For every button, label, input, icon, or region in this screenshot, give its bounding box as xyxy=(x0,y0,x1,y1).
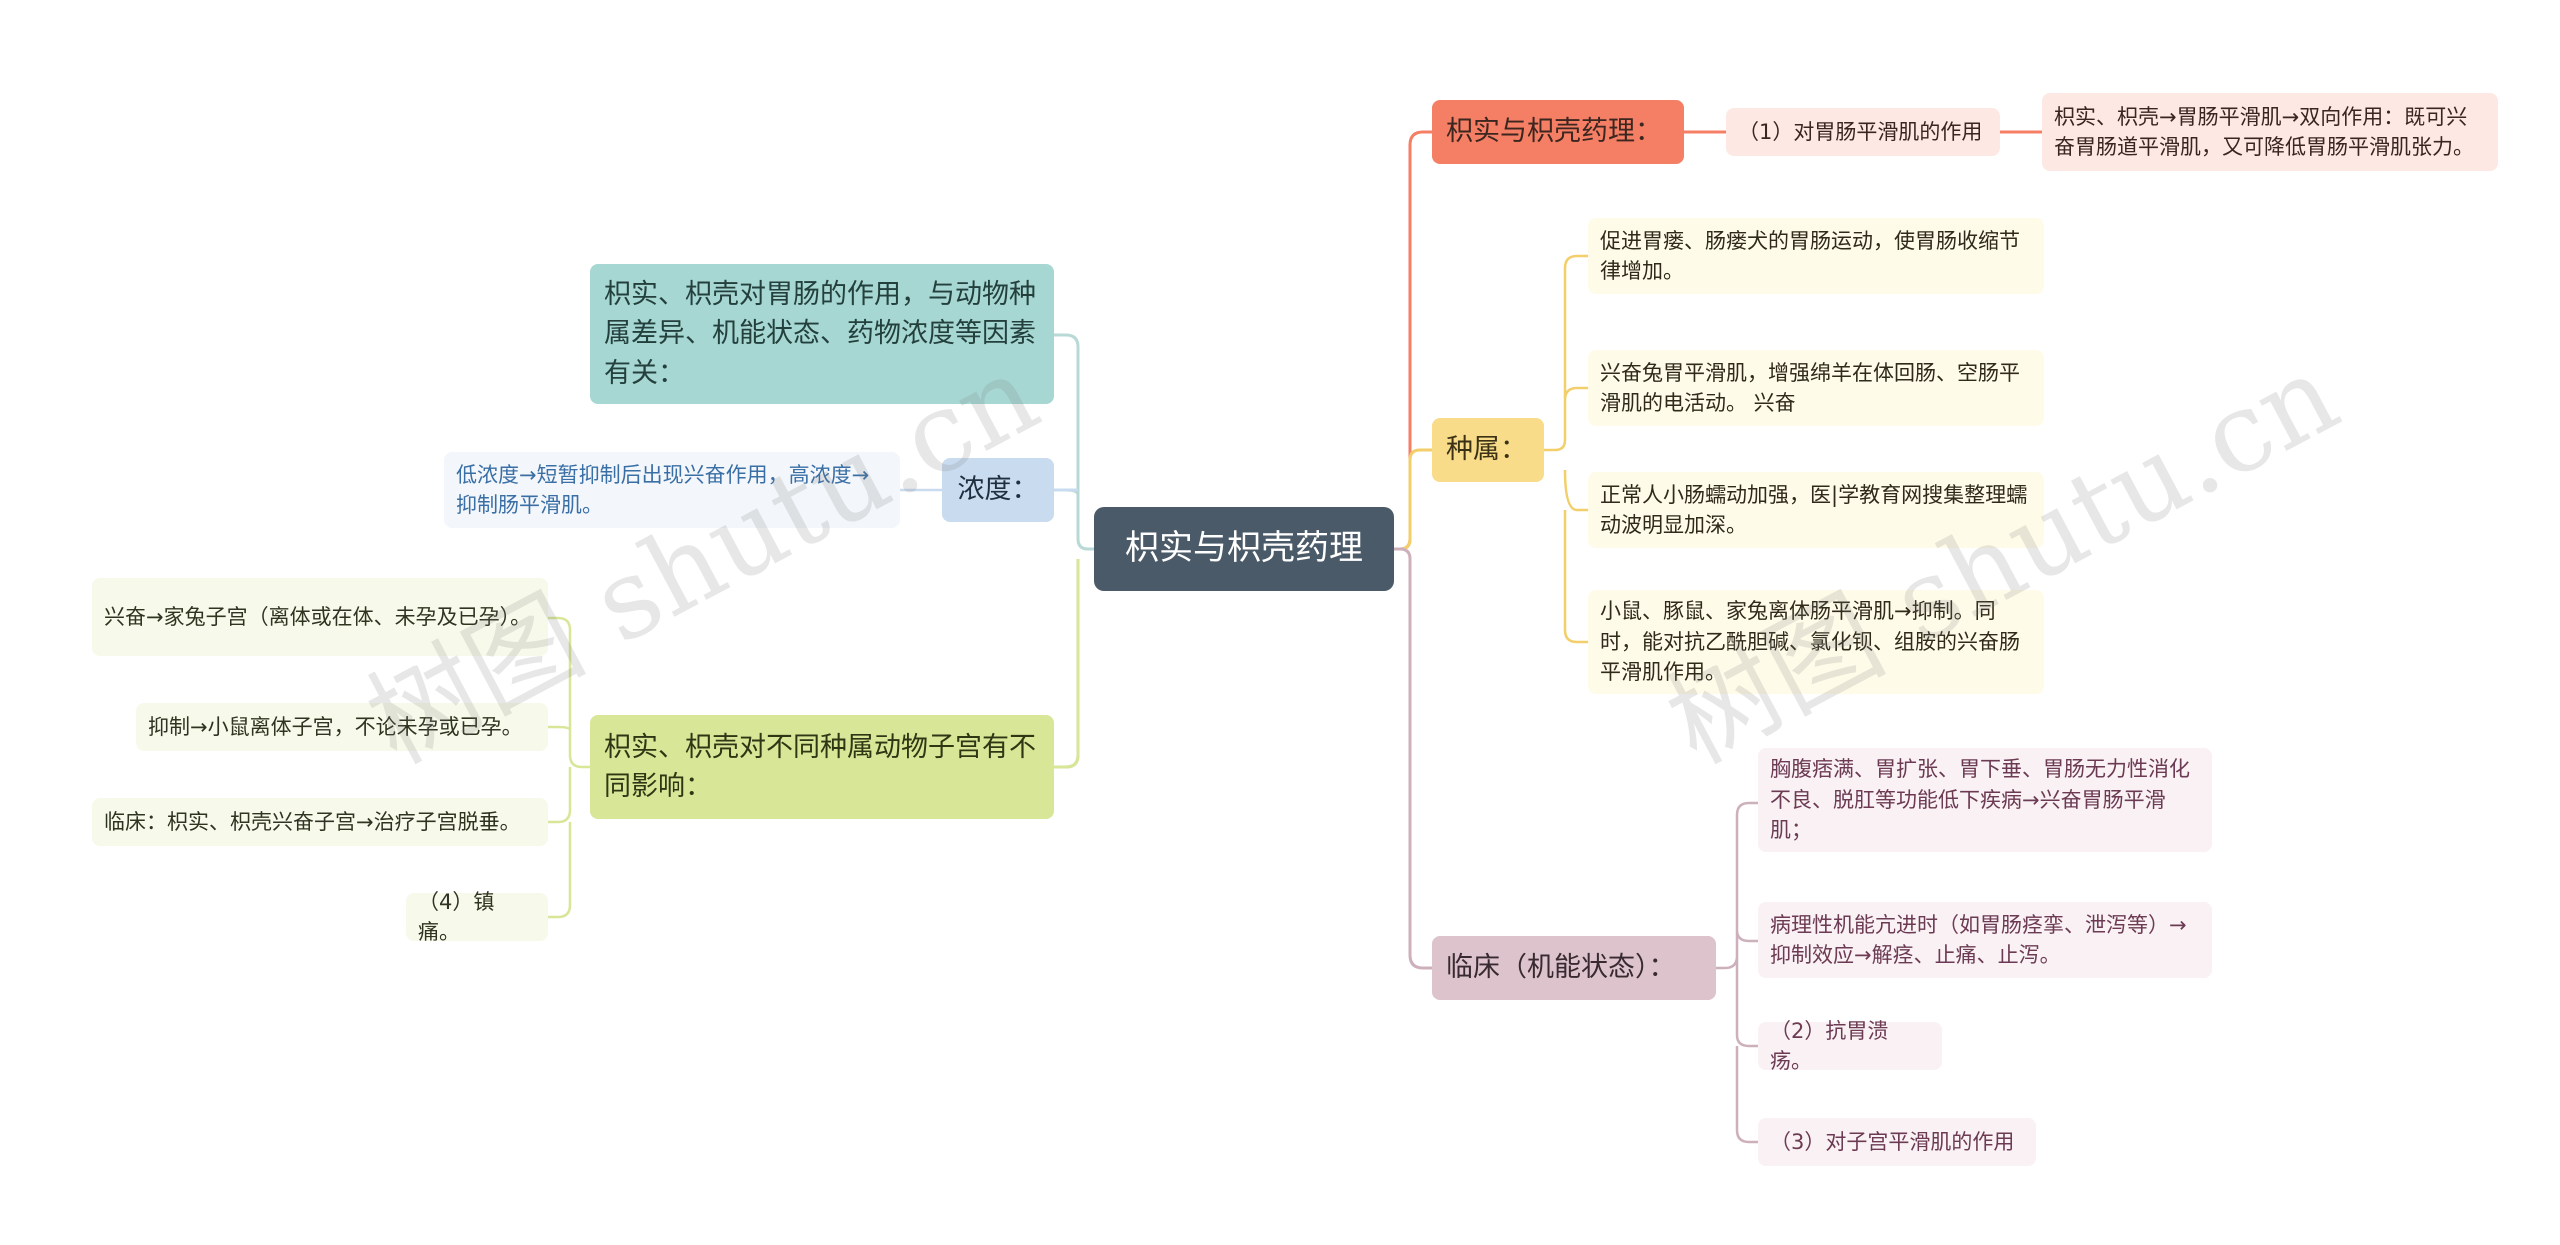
link-root-species xyxy=(1394,448,1432,551)
pharm-item-gi-smooth-muscle[interactable]: （1）对胃肠平滑肌的作用 xyxy=(1726,108,2000,156)
clinic-item-text: （3）对子宫平滑肌的作用 xyxy=(1770,1129,2015,1154)
uterus-item[interactable]: （4）镇痛。 xyxy=(406,890,548,944)
clinic-item-text: 病理性机能亢进时（如胃肠痉挛、泄泻等）→抑制效应→解痉、止痛、止泻。 xyxy=(1770,912,2187,967)
species-item-text: 兴奋兔胃平滑肌，增强绵羊在体回肠、空肠平滑肌的电活动。 兴奋 xyxy=(1600,360,2020,415)
clinic-item[interactable]: （3）对子宫平滑肌的作用 xyxy=(1758,1118,2036,1166)
uterus-item-text: （4）镇痛。 xyxy=(418,889,495,944)
concentration-detail-text: 低浓度→短暂抑制后出现兴奋作用，高浓度→抑制肠平滑肌。 xyxy=(456,462,870,517)
branch-uterus[interactable]: 枳实、枳壳对不同种属动物子宫有不同影响： xyxy=(590,715,1054,819)
clinic-item-text: 胸腹痞满、胃扩张、胃下垂、胃肠无力性消化不良、脱肛等功能低下疾病→兴奋胃肠平滑肌… xyxy=(1770,757,2190,843)
branch-species[interactable]: 种属： xyxy=(1432,418,1544,482)
species-item-text: 小鼠、豚鼠、家兔离体肠平滑肌→抑制。同时，能对抗乙酰胆碱、氯化钡、组胺的兴奋肠平… xyxy=(1600,599,2020,685)
branch-clinic[interactable]: 临床（机能状态）： xyxy=(1432,936,1716,1000)
branch-concentration[interactable]: 浓度： xyxy=(942,458,1054,522)
link-root-clinic xyxy=(1394,547,1432,970)
uterus-item-text: 兴奋→家兔子宫（离体或在体、未孕及已孕）。 xyxy=(104,604,532,629)
species-item-text: 促进胃瘘、肠瘘犬的胃肠运动，使胃肠收缩节律增加。 xyxy=(1600,228,2020,283)
link-uterus-children xyxy=(548,616,590,919)
clinic-item[interactable]: （2）抗胃溃疡。 xyxy=(1758,1019,1942,1073)
uterus-item[interactable]: 兴奋→家兔子宫（离体或在体、未孕及已孕）。 xyxy=(92,578,548,656)
concentration-detail[interactable]: 低浓度→短暂抑制后出现兴奋作用，高浓度→抑制肠平滑肌。 xyxy=(444,452,900,528)
branch-uterus-label: 枳实、枳壳对不同种属动物子宫有不同影响： xyxy=(604,731,1036,802)
pharm-item-detail[interactable]: 枳实、枳壳→胃肠平滑肌→双向作用：既可兴奋胃肠道平滑肌，又可降低胃肠平滑肌张力。 xyxy=(2042,93,2498,171)
pharm-item-label: （1）对胃肠平滑肌的作用 xyxy=(1738,119,1983,144)
branch-pharmacology[interactable]: 枳实与枳壳药理： xyxy=(1432,100,1684,164)
root-node[interactable]: 枳实与枳壳药理 xyxy=(1094,507,1394,591)
link-root-left xyxy=(1054,333,1094,769)
branch-concentration-label: 浓度： xyxy=(957,474,1039,506)
clinic-item-text: （2）抗胃溃疡。 xyxy=(1770,1018,1889,1073)
clinic-item[interactable]: 胸腹痞满、胃扩张、胃下垂、胃肠无力性消化不良、脱肛等功能低下疾病→兴奋胃肠平滑肌… xyxy=(1758,748,2212,852)
pharm-item-detail-text: 枳实、枳壳→胃肠平滑肌→双向作用：既可兴奋胃肠道平滑肌，又可降低胃肠平滑肌张力。 xyxy=(2054,104,2474,159)
branch-species-label: 种属： xyxy=(1446,434,1527,466)
uterus-item[interactable]: 临床：枳实、枳壳兴奋子宫→治疗子宫脱垂。 xyxy=(92,798,548,846)
root-label: 枳实与枳壳药理 xyxy=(1125,528,1363,569)
uterus-item[interactable]: 抑制→小鼠离体子宫，不论未孕或已孕。 xyxy=(136,703,548,751)
link-species-children xyxy=(1544,254,1588,644)
species-item[interactable]: 促进胃瘘、肠瘘犬的胃肠运动，使胃肠收缩节律增加。 xyxy=(1588,218,2044,294)
link-root-uterus xyxy=(1054,559,1080,769)
clinic-item[interactable]: 病理性机能亢进时（如胃肠痉挛、泄泻等）→抑制效应→解痉、止痛、止泻。 xyxy=(1758,902,2212,978)
uterus-item-text: 临床：枳实、枳壳兴奋子宫→治疗子宫脱垂。 xyxy=(104,809,521,834)
branch-clinic-label: 临床（机能状态）： xyxy=(1446,952,1676,984)
link-root-pharm xyxy=(1394,130,1432,551)
species-item[interactable]: 兴奋兔胃平滑肌，增强绵羊在体回肠、空肠平滑肌的电活动。 兴奋 xyxy=(1588,350,2044,426)
branch-factors[interactable]: 枳实、枳壳对胃肠的作用，与动物种属差异、机能状态、药物浓度等因素有关： xyxy=(590,264,1054,404)
species-item[interactable]: 小鼠、豚鼠、家兔离体肠平滑肌→抑制。同时，能对抗乙酰胆碱、氯化钡、组胺的兴奋肠平… xyxy=(1588,590,2044,694)
species-item-text: 正常人小肠蠕动加强，医|学教育网搜集整理蠕动波明显加深。 xyxy=(1600,482,2028,537)
branch-pharmacology-label: 枳实与枳壳药理： xyxy=(1446,116,1662,148)
branch-factors-label: 枳实、枳壳对胃肠的作用，与动物种属差异、机能状态、药物浓度等因素有关： xyxy=(604,279,1036,389)
link-clinic-children xyxy=(1716,801,1758,1144)
species-item[interactable]: 正常人小肠蠕动加强，医|学教育网搜集整理蠕动波明显加深。 xyxy=(1588,472,2044,548)
uterus-item-text: 抑制→小鼠离体子宫，不论未孕或已孕。 xyxy=(148,714,523,739)
